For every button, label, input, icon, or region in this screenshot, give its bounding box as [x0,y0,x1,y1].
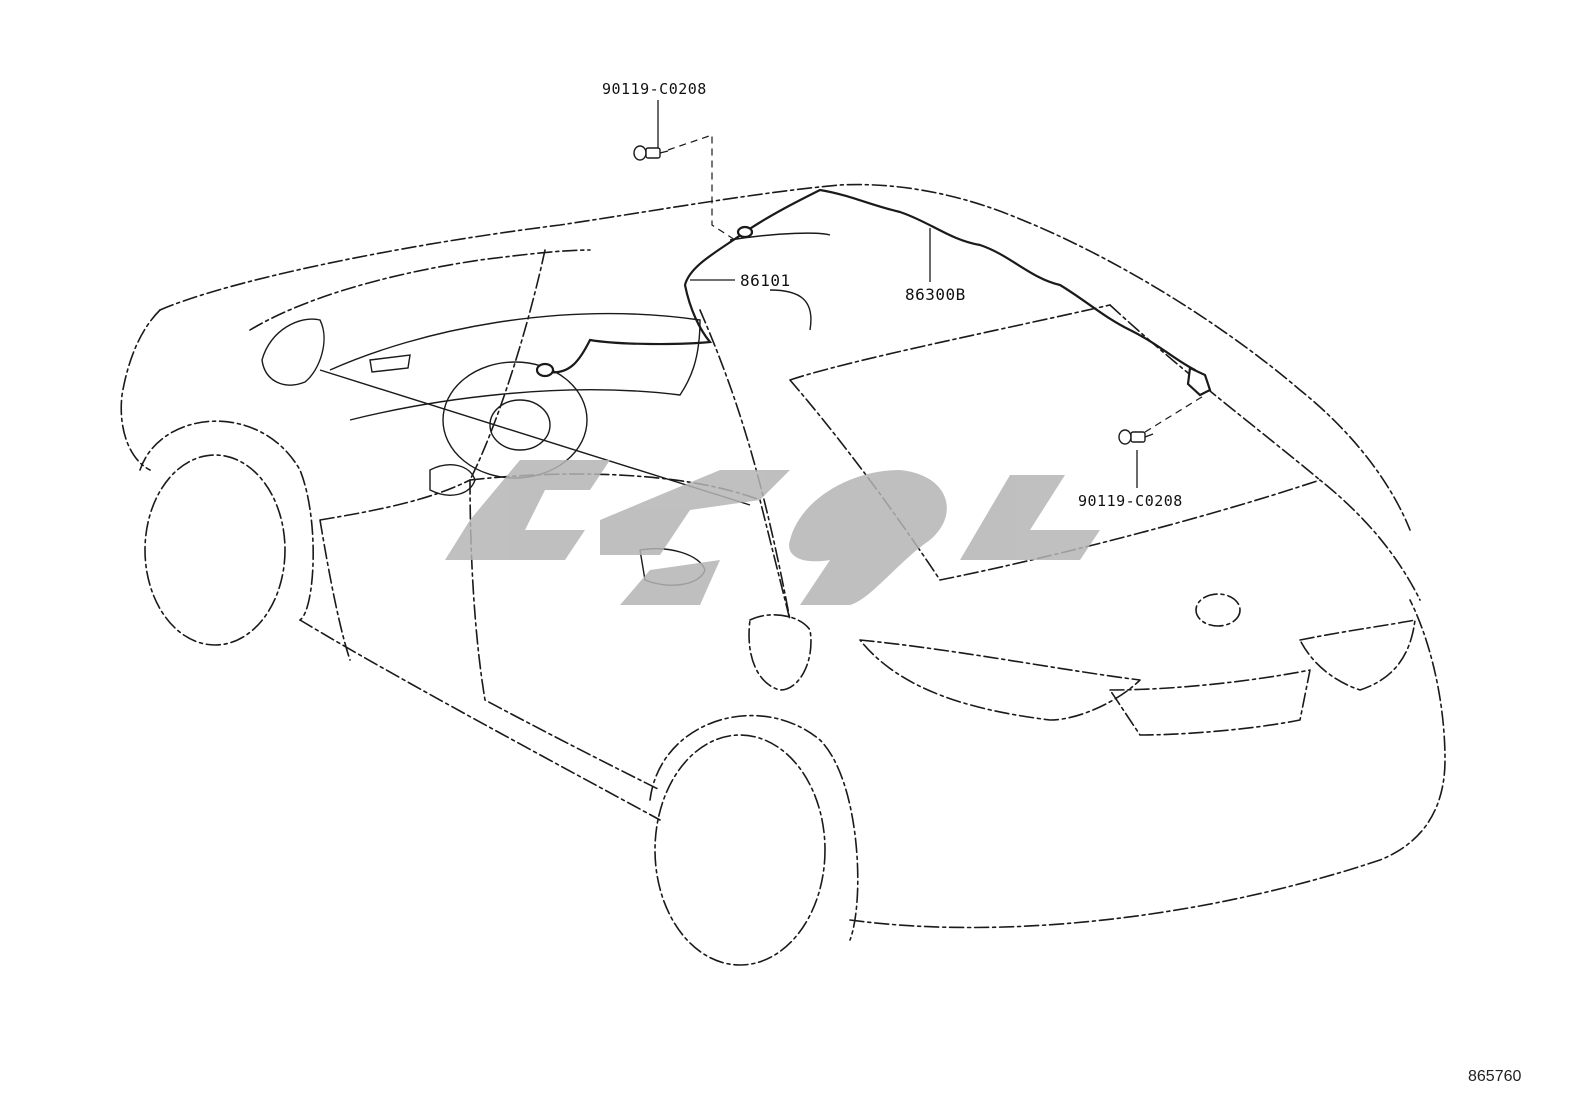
callout-bolt-top: 90119-C0208 [602,80,707,98]
dash-vent [369,354,411,373]
antenna-cable-86101 [546,230,747,374]
license-plate-area [1109,669,1311,736]
dashboard [329,312,701,421]
reference-number: 865760 [1468,1068,1522,1085]
tail-lamp-left [859,639,1141,721]
seat-front [429,464,476,496]
c-pillar [699,309,791,621]
hood-outline [120,309,161,471]
side-mirror [261,318,325,386]
rear-bumper-outline [849,599,1446,929]
bolt-top [633,145,669,161]
rear-emblem [1195,593,1241,627]
callout-bolt-rear: 90119-C0208 [1078,492,1183,510]
rear-wheel [654,734,826,966]
bolt-rear [1118,429,1154,445]
steering-hub [489,399,551,451]
watermark-logo [445,460,1100,605]
rear-window [1109,304,1321,481]
cable-connector-front [535,362,555,378]
roof-outline [159,183,1411,531]
cable-connector-rear [1186,366,1212,397]
cross-bar [319,369,751,506]
antenna-cable-86300b [743,188,1197,372]
tail-lamp-right [1299,619,1416,691]
rear-wheel-arch [649,714,859,941]
b-pillar [469,249,546,481]
phantom-line-bolt-rear [1144,394,1206,433]
side-sill [299,619,661,821]
front-wheel-arch [139,420,314,621]
callout-86300b: 86300B [905,285,966,304]
phantom-line-bolt-top [667,134,736,241]
callout-86101: 86101 [740,271,791,290]
windshield [249,249,591,331]
front-wheel [144,454,286,646]
front-door [319,479,471,661]
cable-clip-86101 [736,225,754,239]
fuel-lid [748,614,812,691]
